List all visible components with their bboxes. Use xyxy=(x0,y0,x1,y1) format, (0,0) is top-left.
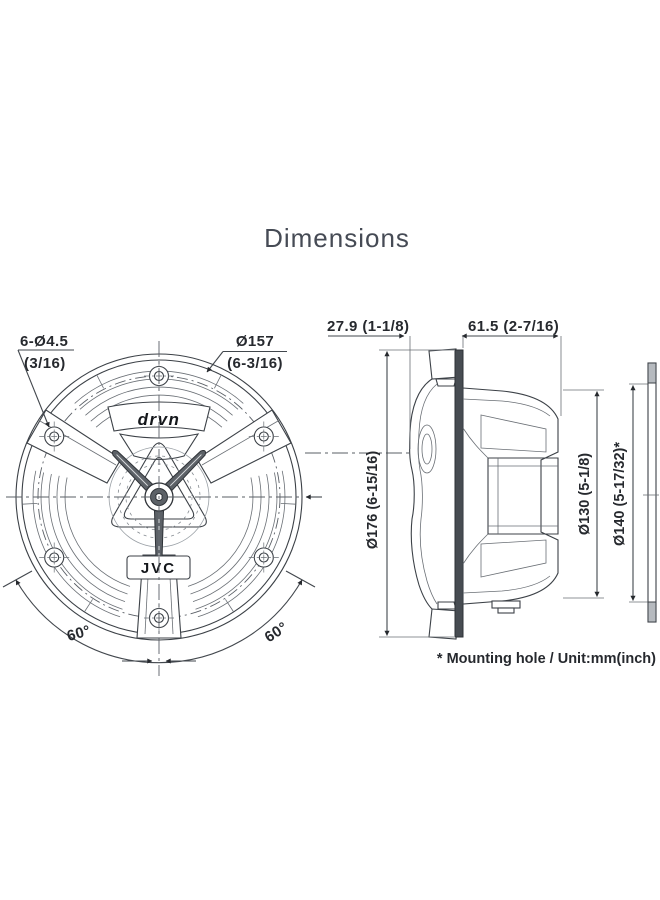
screw-holes-callout: 6-Ø4.5 (3/16) xyxy=(17,333,74,428)
screw-holes-label-line1: 6-Ø4.5 xyxy=(20,333,68,350)
maker-logo: JVC xyxy=(141,560,176,577)
dim-protrusion-label: 27.9 (1-1/8) xyxy=(327,318,409,335)
angle-label-left: 60° xyxy=(65,622,93,645)
bolt-circle-callout: Ø157 (6-3/16) xyxy=(206,333,287,373)
units-footnote: * Mounting hole / Unit:mm(inch) xyxy=(437,651,656,667)
brand-logo: drvn xyxy=(138,410,181,429)
dim-protrusion: 27.9 (1-1/8) xyxy=(327,318,411,449)
side-view: 27.9 (1-1/8) 61.5 (2-7/16) Ø176 (6-15/16… xyxy=(305,318,659,640)
mounting-panel xyxy=(643,362,659,623)
screw-holes-label-line2: (3/16) xyxy=(24,355,66,372)
front-view: drvn xyxy=(2,333,322,676)
dim-mounting-hole-label: Ø140 (5-17/32)* xyxy=(612,442,628,546)
bolt-circle-label-line1: Ø157 xyxy=(236,333,274,350)
dim-basket-diameter: Ø130 (5-1/8) xyxy=(563,389,604,599)
dim-overall-diameter: Ø176 (6-15/16) xyxy=(365,349,454,638)
side-basket xyxy=(462,387,559,614)
maker-logo-plate: JVC xyxy=(126,555,191,580)
dim-mounting-hole: Ø140 (5-17/32)* xyxy=(612,362,659,623)
dim-overall-diameter-label: Ø176 (6-15/16) xyxy=(365,451,381,550)
page-title: Dimensions xyxy=(264,223,410,253)
side-grille xyxy=(409,348,460,640)
mounting-flange xyxy=(454,349,464,638)
dim-basket-diameter-label: Ø130 (5-1/8) xyxy=(577,453,593,535)
bolt-circle-label-line2: (6-3/16) xyxy=(227,355,283,372)
dim-depth: 61.5 (2-7/16) xyxy=(461,318,562,416)
dim-depth-label: 61.5 (2-7/16) xyxy=(468,318,559,335)
